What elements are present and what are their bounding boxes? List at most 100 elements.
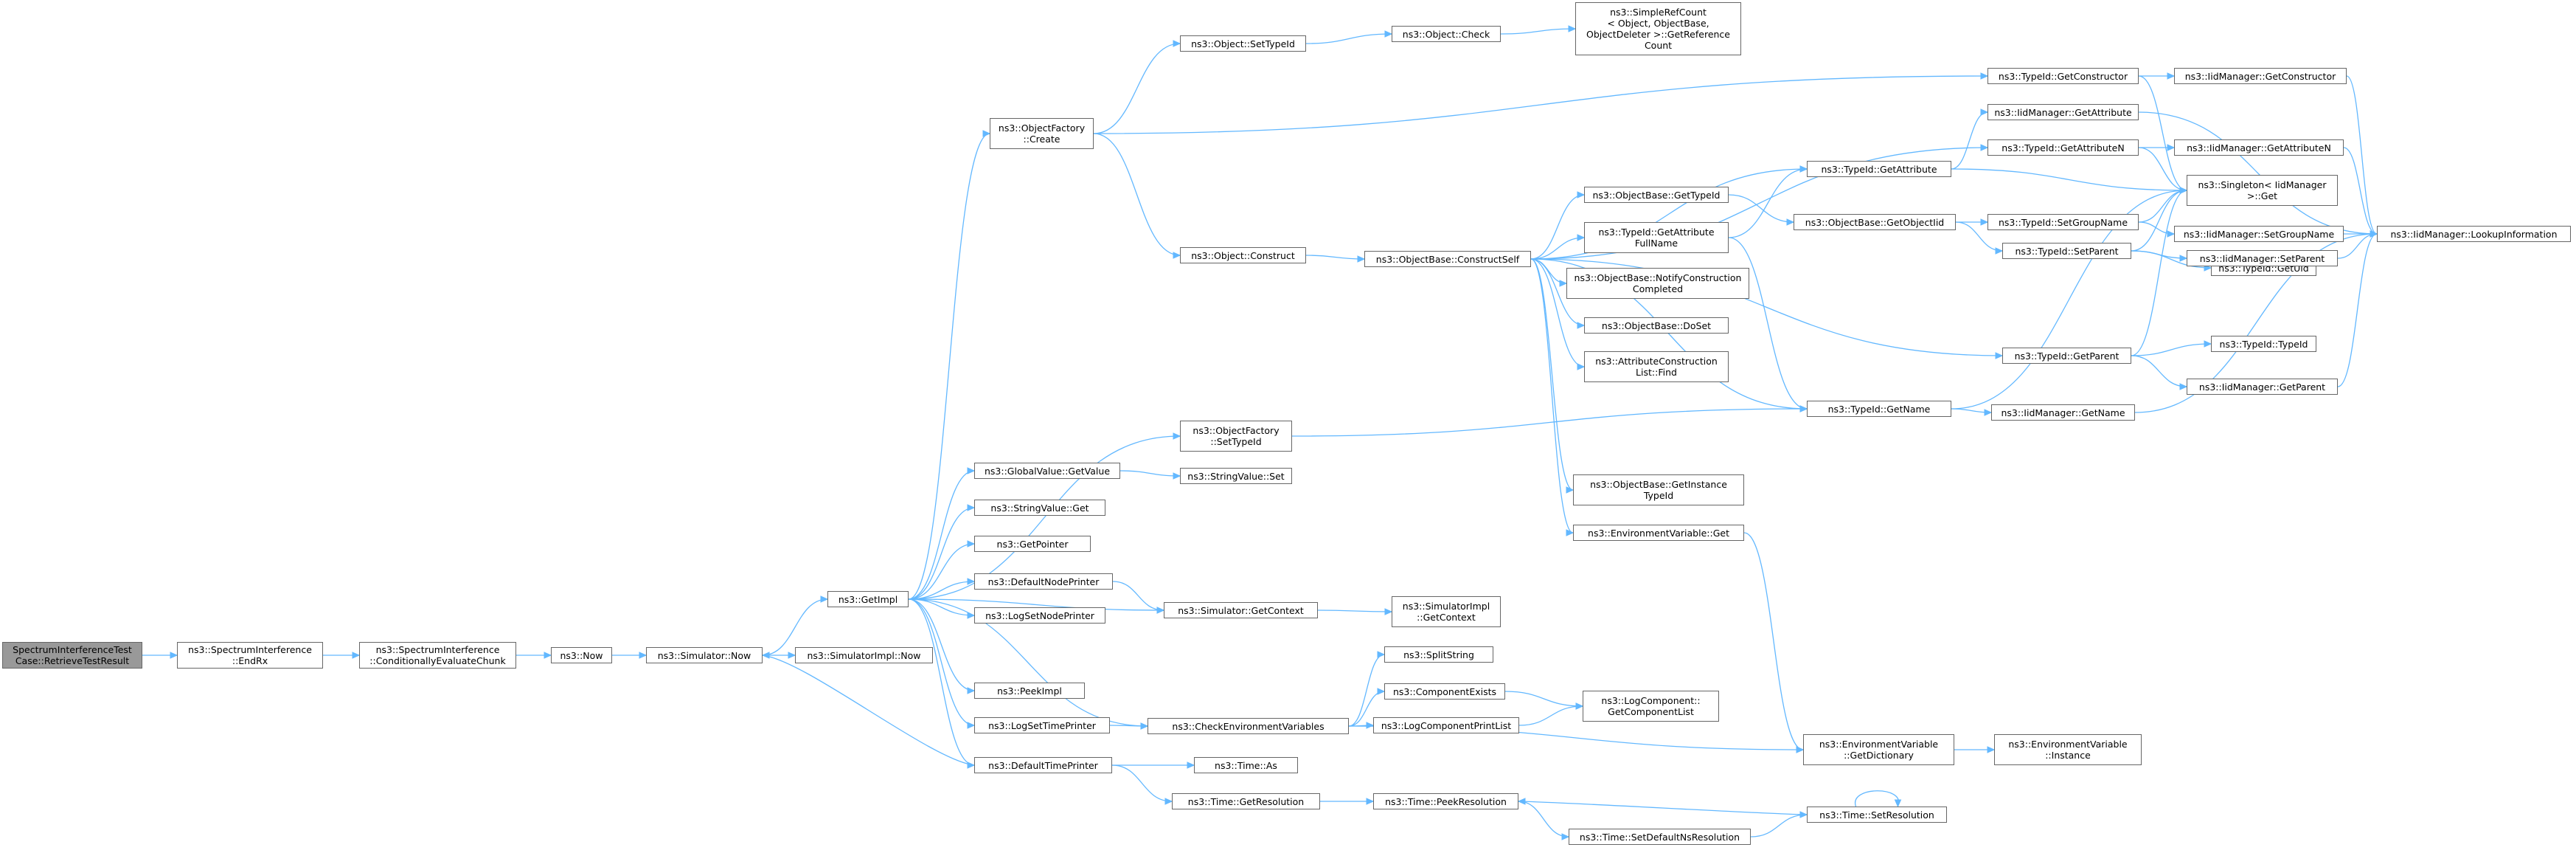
node-getpointer[interactable]: ns3::GetPointer: [974, 536, 1091, 552]
node-envgetdict[interactable]: ns3::EnvironmentVariable::GetDictionary: [1803, 734, 1954, 765]
node-gvgetvalue[interactable]: ns3::GlobalValue::GetValue: [974, 463, 1120, 479]
node-logsetnode[interactable]: ns3::LogSetNodePrinter: [974, 607, 1105, 624]
node-svget[interactable]: ns3::StringValue::Get: [974, 500, 1105, 516]
edge-arrowhead: [1173, 432, 1181, 440]
node-envget[interactable]: ns3::EnvironmentVariable::Get: [1573, 525, 1744, 541]
node-label-line: ns3::TypeId::SetGroupName: [1998, 216, 2128, 228]
node-timegetres[interactable]: ns3::Time::GetResolution: [1172, 793, 1320, 809]
edge-arrowhead: [1366, 798, 1375, 805]
edge-tidgetctor-to-singleton: [2138, 75, 2187, 191]
edge-obconstructself-to-tidgetattr: [1530, 168, 1808, 260]
node-iidgetattr[interactable]: ns3::IidManager::GetAttribute: [1987, 104, 2139, 120]
node-endrx[interactable]: ns3::SpectrumInterference::EndRx: [177, 642, 323, 669]
edge-getimpl-to-deftimeprinter: [908, 598, 975, 766]
node-simgetctx[interactable]: ns3::Simulator::GetContext: [1164, 602, 1318, 618]
edge-arrowhead: [1173, 252, 1181, 259]
node-getimpl[interactable]: ns3::GetImpl: [827, 591, 909, 607]
node-logcompget[interactable]: ns3::LogComponent::GetComponentList: [1583, 691, 1719, 722]
edge-arrowhead: [2179, 187, 2188, 194]
node-ofcreate[interactable]: ns3::ObjectFactory::Create: [990, 118, 1094, 149]
node-label-line: ObjectDeleter >::GetReference: [1586, 29, 1730, 40]
node-tidsetgroup[interactable]: ns3::TypeId::SetGroupName: [1987, 214, 2139, 230]
edge-obconstructself-to-tidgetname: [1530, 258, 1808, 410]
node-iidgetctor[interactable]: ns3::IidManager::GetConstructor: [2174, 68, 2347, 84]
node-label-line: ns3::ObjectFactory: [998, 122, 1086, 134]
node-now[interactable]: ns3::Now: [551, 647, 612, 663]
edge-tidgetattrfull-to-tidgetattr: [1728, 168, 1808, 238]
node-label-line: ns3::Simulator::GetContext: [1178, 604, 1304, 616]
node-label-line: ns3::IidManager::GetAttribute: [1994, 106, 2132, 118]
node-splitstring[interactable]: ns3::SplitString: [1384, 646, 1493, 663]
node-iidgetname[interactable]: ns3::IidManager::GetName: [1991, 404, 2135, 421]
edge-getimpl-to-defnodeprinter: [908, 581, 975, 600]
node-iidgetparent[interactable]: ns3::IidManager::GetParent: [2187, 379, 2338, 395]
edge-arrowhead: [967, 504, 976, 511]
node-ofsettypeid[interactable]: ns3::ObjectFactory::SetTypeId: [1180, 421, 1292, 452]
edge-arrowhead: [1517, 798, 1526, 805]
node-simimplgetctx[interactable]: ns3::SimulatorImpl::GetContext: [1392, 596, 1501, 627]
node-label-line: ns3::LogSetTimePrinter: [988, 719, 1096, 731]
node-label-line: ::Instance: [2045, 750, 2091, 761]
node-deftimeprinter[interactable]: ns3::DefaultTimePrinter: [974, 757, 1112, 773]
node-tidgetname[interactable]: ns3::TypeId::GetName: [1807, 401, 1951, 417]
node-objconstruct[interactable]: ns3::Object::Construct: [1180, 247, 1306, 263]
node-tidsetparent[interactable]: ns3::TypeId::SetParent: [2002, 243, 2131, 259]
node-timesetres[interactable]: ns3::Time::SetResolution: [1807, 807, 1947, 823]
node-label-line: ns3::ObjectBase::ConstructSelf: [1375, 253, 1520, 265]
edge-ofcreate-to-objconstruct: [1093, 133, 1181, 256]
node-logsettime[interactable]: ns3::LogSetTimePrinter: [974, 717, 1110, 733]
edge-arrowhead: [1561, 833, 1570, 840]
edge-arrowhead: [967, 540, 976, 548]
edge-getimpl-to-ofcreate: [908, 133, 990, 600]
node-label-line: ns3::EnvironmentVariable: [2008, 739, 2128, 750]
node-iidlookup[interactable]: ns3::IidManager::LookupInformation: [2377, 226, 2571, 242]
node-timesetdefns[interactable]: ns3::Time::SetDefaultNsResolution: [1569, 829, 1751, 845]
node-timeas[interactable]: ns3::Time::As: [1194, 757, 1298, 773]
node-tidgetparent[interactable]: ns3::TypeId::GetParent: [2002, 348, 2131, 364]
node-simimplnow[interactable]: ns3::SimulatorImpl::Now: [795, 647, 933, 663]
node-obdoset[interactable]: ns3::ObjectBase::DoSet: [1584, 317, 1729, 334]
edge-arrowhead: [1377, 651, 1386, 658]
node-obconstructself[interactable]: ns3::ObjectBase::ConstructSelf: [1364, 251, 1531, 267]
node-cond[interactable]: ns3::SpectrumInterference::Conditionally…: [359, 642, 516, 669]
node-label-line: ns3::SpectrumInterference: [188, 644, 312, 655]
node-simpleref[interactable]: ns3::SimpleRefCount< Object, ObjectBase,…: [1575, 2, 1741, 55]
node-peekimpl[interactable]: ns3::PeekImpl: [974, 683, 1085, 699]
edge-arrowhead: [1995, 247, 2004, 255]
node-singleton[interactable]: ns3::Singleton< IidManager>::Get: [2187, 175, 2338, 206]
edge-getimpl-to-svget: [908, 507, 975, 600]
edge-tidgetattrfull-to-tidgetname: [1728, 237, 1808, 410]
edge-settypeid-to-objcheck: [1305, 33, 1392, 44]
node-obgetobjectiid[interactable]: ns3::ObjectBase::GetObjectIid: [1794, 214, 1956, 230]
node-svset[interactable]: ns3::StringValue::Set: [1180, 468, 1292, 484]
node-objcheck[interactable]: ns3::Object::Check: [1392, 26, 1501, 42]
node-timepeekres[interactable]: ns3::Time::PeekResolution: [1373, 793, 1518, 809]
node-iidgetattrn[interactable]: ns3::IidManager::GetAttributeN: [2174, 139, 2344, 156]
node-logcompprint[interactable]: ns3::LogComponentPrintList: [1373, 717, 1519, 733]
node-simnow[interactable]: ns3::Simulator::Now: [646, 647, 763, 663]
node-envinstance[interactable]: ns3::EnvironmentVariable::Instance: [1994, 734, 2142, 765]
edge-arrowhead: [761, 652, 770, 659]
node-settypeid[interactable]: ns3::Object::SetTypeId: [1180, 35, 1306, 52]
edge-arrowhead: [1575, 702, 1584, 710]
edge-iidgetctor-to-iidlookup: [2346, 75, 2378, 235]
node-tidgetattrn[interactable]: ns3::TypeId::GetAttributeN: [1987, 139, 2139, 156]
node-tidtypeid[interactable]: ns3::TypeId::TypeId: [2211, 336, 2316, 352]
node-label-line: ns3::Object::Construct: [1191, 249, 1295, 261]
node-checkenv[interactable]: ns3::CheckEnvironmentVariables: [1148, 718, 1349, 734]
edge-arrowhead: [1995, 352, 2004, 359]
node-defnodeprinter[interactable]: ns3::DefaultNodePrinter: [974, 573, 1113, 590]
node-iidsetgroup[interactable]: ns3::IidManager::SetGroupName: [2174, 226, 2344, 242]
node-tidgetattr[interactable]: ns3::TypeId::GetAttribute: [1807, 161, 1951, 177]
node-compexists[interactable]: ns3::ComponentExists: [1384, 683, 1505, 700]
node-tidgetctor[interactable]: ns3::TypeId::GetConstructor: [1987, 68, 2139, 84]
node-obgettypeid[interactable]: ns3::ObjectBase::GetTypeId: [1584, 187, 1729, 203]
node-iidsetparent[interactable]: ns3::IidManager::SetParent: [2187, 250, 2338, 266]
node-label-line: < Object, ObjectBase,: [1607, 18, 1709, 29]
node-label-line: ns3::IidManager::GetConstructor: [2184, 70, 2336, 82]
node-label-line: ns3::TypeId::SetParent: [2015, 245, 2119, 257]
